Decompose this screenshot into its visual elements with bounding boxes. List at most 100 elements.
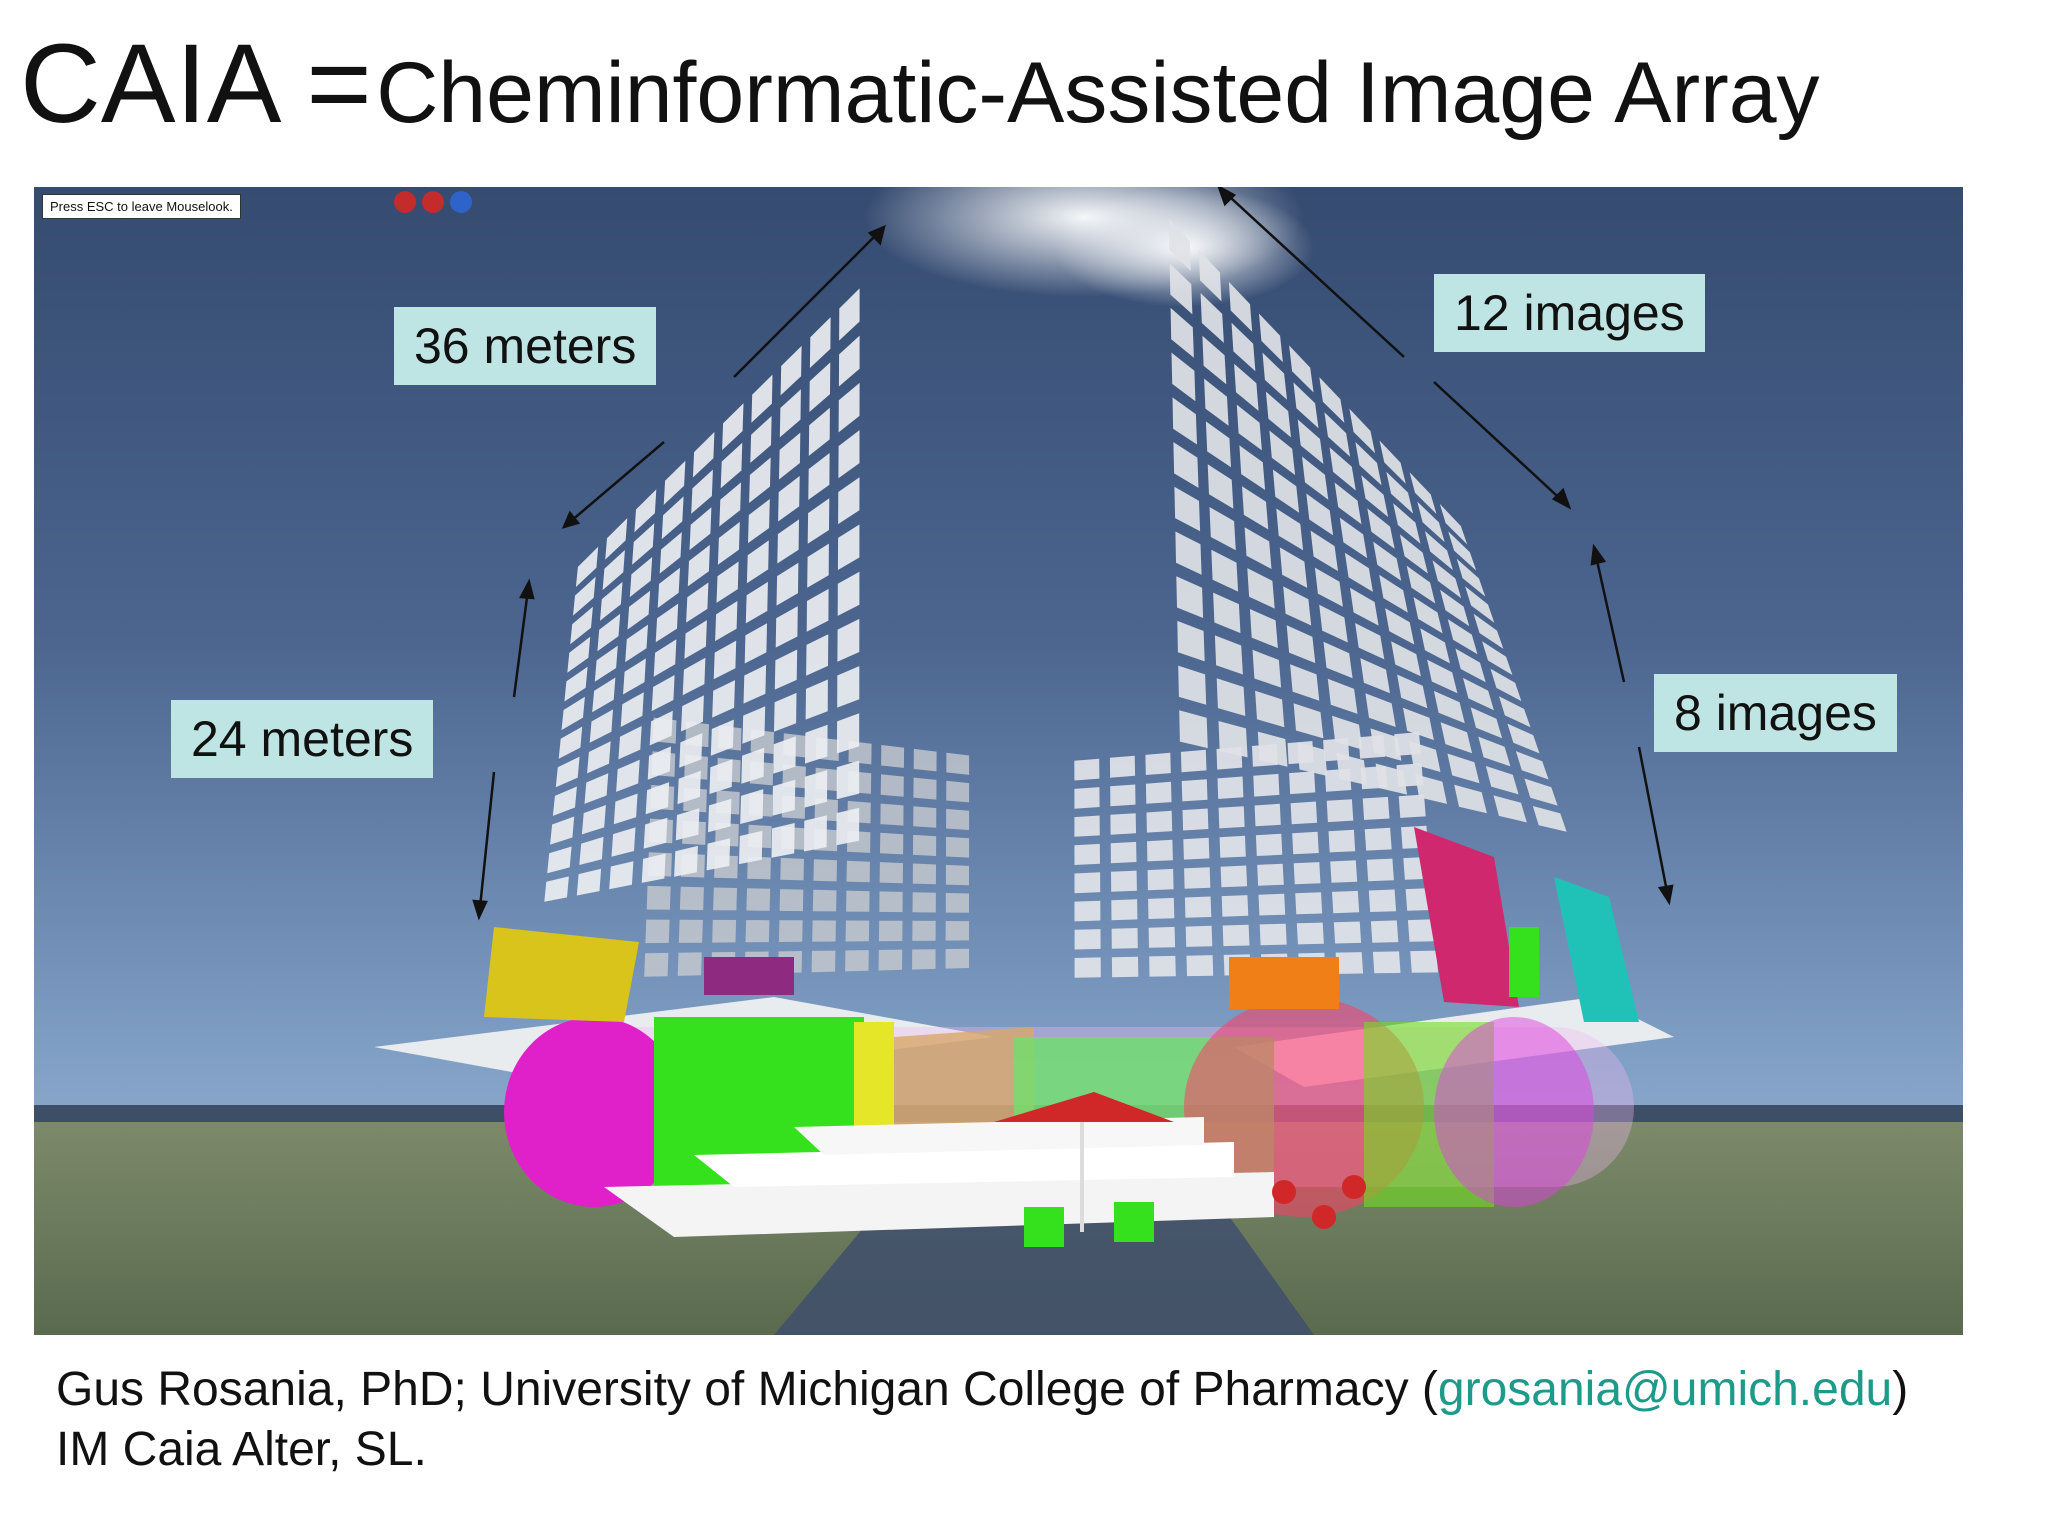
- image-tile: [1257, 863, 1284, 886]
- mouselook-notice: Press ESC to leave Mouselook.: [42, 194, 241, 219]
- image-tile: [552, 786, 577, 816]
- image-tile: [1524, 778, 1558, 806]
- image-tile: [1329, 447, 1356, 491]
- image-tile: [641, 853, 666, 883]
- image-tile: [1249, 609, 1278, 649]
- image-tile: [807, 543, 829, 588]
- image-tile: [838, 477, 860, 525]
- image-tile: [1355, 442, 1382, 486]
- image-tile: [1295, 892, 1323, 915]
- image-tile: [564, 666, 588, 702]
- image-tile: [657, 567, 680, 608]
- image-tile: [716, 561, 739, 603]
- image-tile: [1074, 843, 1100, 865]
- image-tile: [1239, 445, 1266, 490]
- image-tile: [1414, 774, 1447, 804]
- image-tile: [1269, 430, 1296, 475]
- image-tile: [715, 601, 738, 642]
- front-panel-left: [544, 288, 860, 902]
- image-tile: [1350, 587, 1379, 626]
- image-tile: [1385, 608, 1415, 645]
- image-tile: [1334, 482, 1362, 525]
- image-tile: [839, 288, 860, 341]
- image-tile: [945, 893, 969, 913]
- image-tile: [946, 808, 970, 830]
- image-tile: [745, 920, 770, 943]
- image-tile: [913, 748, 937, 772]
- image-tile: [1147, 839, 1173, 862]
- image-tile: [836, 713, 860, 754]
- image-tile: [597, 613, 621, 652]
- sign-magenta: [1414, 827, 1519, 1007]
- image-tile: [713, 640, 737, 680]
- image-tile: [1218, 721, 1248, 758]
- image-tile: [878, 920, 903, 942]
- image-tile: [1147, 868, 1174, 891]
- image-tile: [1204, 378, 1229, 426]
- image-tile: [1306, 493, 1334, 536]
- image-tile: [773, 736, 796, 774]
- chair-left: [1024, 1207, 1064, 1247]
- image-tile: [1323, 641, 1353, 679]
- image-tile: [812, 920, 836, 942]
- image-tile: [1373, 541, 1402, 581]
- image-tile: [627, 590, 651, 630]
- image-tile: [1290, 801, 1318, 825]
- close-icon[interactable]: [422, 191, 444, 213]
- image-tile: [1074, 787, 1100, 809]
- image-tile: [846, 890, 870, 912]
- image-tile: [675, 808, 700, 841]
- image-tile: [575, 546, 599, 587]
- power-icon[interactable]: [394, 191, 416, 213]
- image-tile: [1297, 742, 1328, 776]
- image-tile: [837, 524, 860, 570]
- image-tile: [661, 496, 684, 540]
- image-tile: [1247, 568, 1275, 609]
- image-tile: [1198, 250, 1222, 302]
- image-tile: [1332, 890, 1360, 914]
- image-tile: [613, 793, 638, 825]
- image-tile: [1409, 740, 1441, 772]
- image-tile: [1427, 659, 1458, 694]
- image-tile: [1228, 281, 1253, 332]
- back-panel-right: [1074, 732, 1438, 978]
- image-tile: [567, 636, 591, 673]
- scene-illustration: [34, 187, 1963, 1335]
- image-tile: [809, 362, 831, 412]
- image-tile: [645, 919, 670, 944]
- image-tile: [778, 920, 803, 942]
- image-tile: [880, 774, 904, 797]
- image-tile: [750, 416, 772, 463]
- image-tile: [1333, 921, 1362, 944]
- info-icon[interactable]: [450, 191, 472, 213]
- image-tile: [1339, 517, 1368, 559]
- image-tile: [845, 950, 869, 972]
- image-tile: [1171, 352, 1196, 402]
- image-tile: [779, 389, 801, 438]
- image-tile: [1219, 835, 1246, 858]
- image-tile: [1410, 950, 1438, 973]
- image-tile: [1328, 829, 1356, 853]
- image-tile: [1297, 419, 1324, 464]
- image-tile: [611, 827, 636, 857]
- image-tile: [1391, 641, 1421, 677]
- image-tile: [1214, 635, 1243, 675]
- image-tile: [1336, 752, 1368, 786]
- title-expansion: Cheminformatic-Assisted Image Array: [376, 45, 1820, 141]
- image-tile: [1257, 731, 1288, 767]
- image-tile: [623, 658, 646, 695]
- image-tile: [1174, 486, 1201, 532]
- image-tile: [812, 889, 837, 912]
- image-tile: [579, 836, 604, 865]
- image-tile: [602, 550, 625, 591]
- email-link[interactable]: grosania@umich.edu: [1437, 1363, 1893, 1416]
- chair-right: [1114, 1202, 1154, 1242]
- image-tile: [814, 798, 838, 822]
- image-tile: [1289, 345, 1314, 393]
- image-tile: [647, 746, 671, 780]
- image-tile: [547, 846, 572, 874]
- image-tile: [804, 770, 828, 808]
- image-tile: [1111, 899, 1138, 921]
- image-tile: [1110, 813, 1136, 835]
- image-tile: [1370, 728, 1402, 761]
